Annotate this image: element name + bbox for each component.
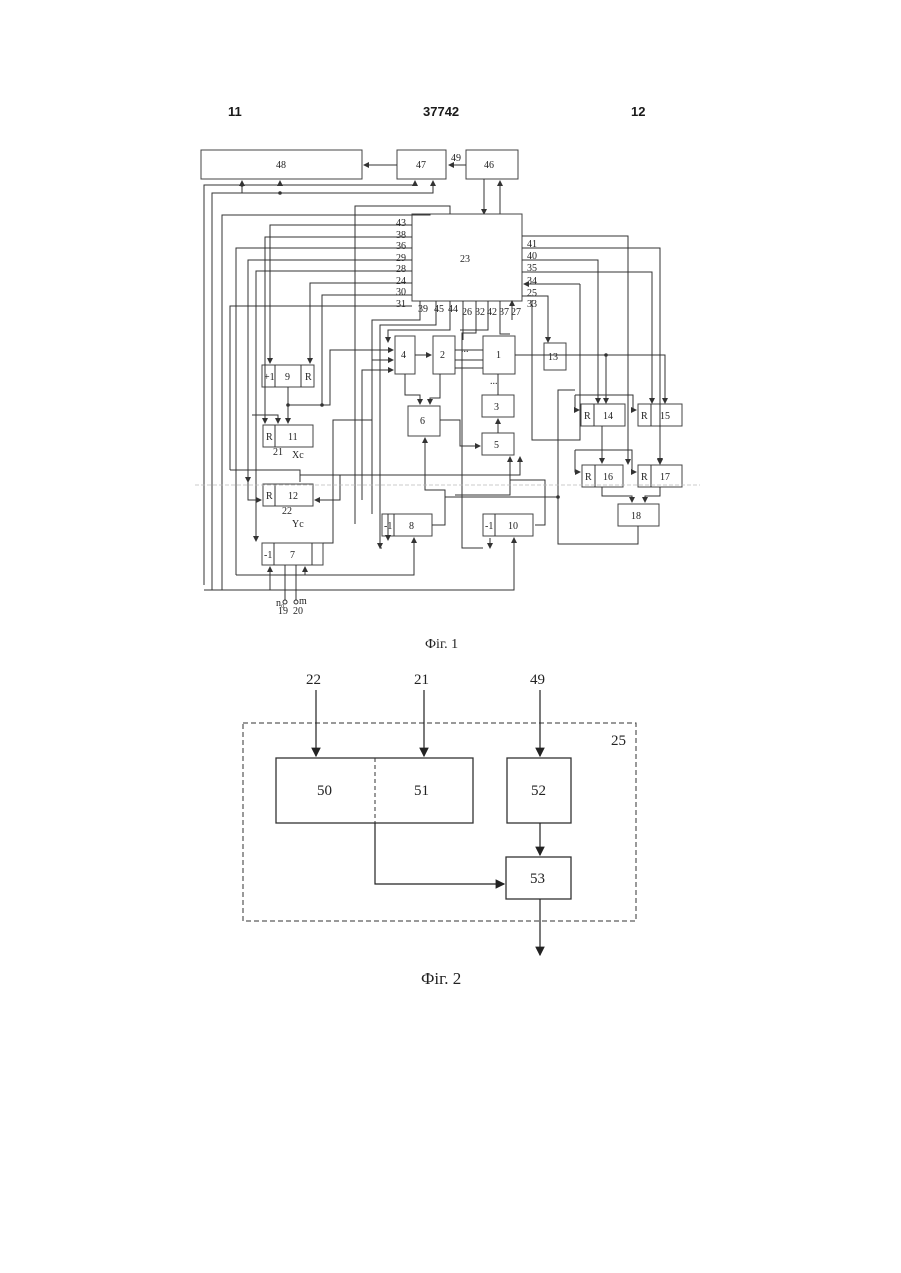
block-9-plus1: +1 [264,372,275,383]
block-18-label: 18 [631,511,641,522]
block-15-label: 15 [660,411,670,422]
block-3-label: 3 [494,402,499,413]
block-16-label: 16 [603,472,613,483]
input-22-label: 22 [306,672,321,688]
block-8-label: 8 [409,521,414,532]
pin-31: 31 [396,299,406,310]
input-49-label: 49 [530,672,545,688]
block-14-label: 14 [603,411,613,422]
block-12-r: R [266,491,273,502]
figure-1-caption: Фіг. 1 [425,637,458,652]
block-14-r: R [584,411,591,422]
pin-34: 34 [527,276,537,287]
block-52-label: 52 [531,783,546,799]
block-13-label: 13 [548,352,558,363]
block-7-minus1: -1 [264,550,272,561]
block-16-r: R [585,472,592,483]
block-1-label: 1 [496,350,501,361]
arrow-51-53 [375,823,504,884]
figure-2-caption: Фіг. 2 [421,969,461,988]
input-19-label: 19 [278,606,288,617]
block-47-label: 47 [416,160,426,171]
pin-30: 30 [396,287,406,298]
label-21: 21 [273,447,283,458]
label-22: 22 [282,506,292,517]
block-23-label: 23 [460,254,470,265]
block-12-label: 12 [288,491,298,502]
block-7-label: 7 [290,550,295,561]
container-25-label: 25 [611,733,626,749]
block-48-label: 48 [276,160,286,171]
pin-36: 36 [396,241,406,252]
label-yc: Yc [292,519,304,530]
figure-1: 48 47 46 49 23 43 38 36 29 28 24 30 31 4… [195,150,700,652]
block-11-r: R [266,432,273,443]
pin-49-label: 49 [451,153,461,164]
block-10-minus1: -1 [485,521,493,532]
block-51-label: 51 [414,783,429,799]
figure-2: 25 50 51 52 53 22 21 49 Фіг. 2 [243,672,636,988]
pin-43: 43 [396,218,406,229]
block-9-label: 9 [285,372,290,383]
input-20-label: 20 [293,606,303,617]
pin-29: 29 [396,253,406,264]
block-46-label: 46 [484,160,494,171]
block-17-r: R [641,472,648,483]
pin-38: 38 [396,230,406,241]
block-10-label: 10 [508,521,518,532]
block-53-label: 53 [530,871,545,887]
pin-28: 28 [396,264,406,275]
block-4-label: 4 [401,350,406,361]
block-6-label: 6 [420,416,425,427]
pin-25: 25 [527,288,537,299]
block-17-label: 17 [660,472,670,483]
block-50-label: 50 [317,783,332,799]
pin-24: 24 [396,276,406,287]
block-15-r: R [641,411,648,422]
block-9-r: R [305,372,312,383]
block-2-label: 2 [440,350,445,361]
label-xc: Xc [292,450,304,461]
block-11-label: 11 [288,432,298,443]
input-21-label: 21 [414,672,429,688]
block-5-label: 5 [494,440,499,451]
bus-dots: ... [490,376,498,387]
